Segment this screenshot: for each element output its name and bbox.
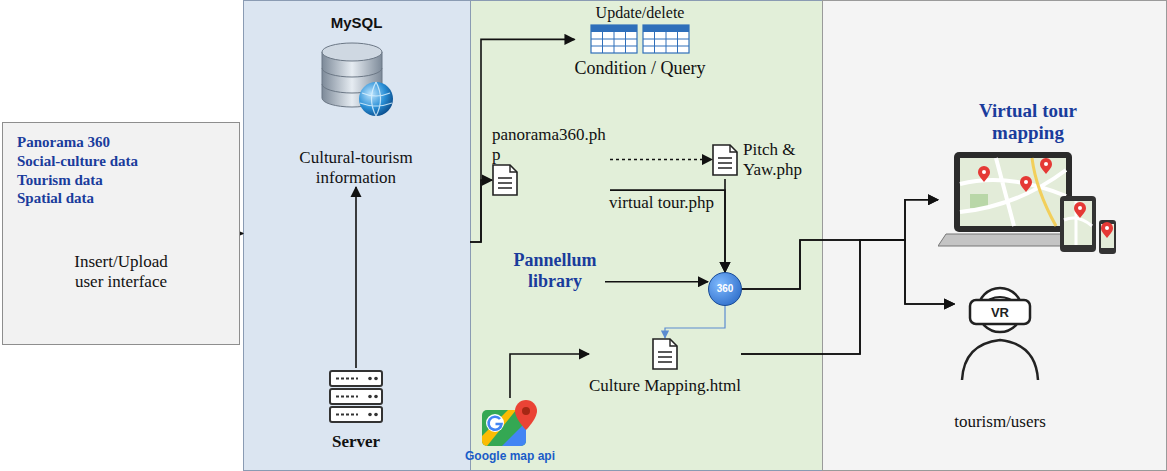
icon-node: Culture Mapping.html: [589, 338, 741, 396]
icon-node: Server: [327, 368, 385, 452]
connector-arrow: [741, 240, 954, 354]
node-text: Spatial data: [17, 189, 94, 208]
connector-arrow: [470, 180, 492, 242]
node-text: Pitch & Yaw.php: [743, 140, 809, 179]
text-box: 360: [708, 272, 742, 306]
icon-node: Update/deleteCondition / Query: [575, 4, 706, 79]
node-text: Condition / Query: [575, 58, 706, 79]
connector-arrow: [741, 200, 938, 354]
node-text: Update/delete: [596, 4, 685, 22]
node-text: 360: [717, 283, 734, 295]
doc-icon: [492, 164, 518, 196]
icon-node: panorama360.ph p: [492, 125, 610, 196]
db-icon: [316, 40, 396, 118]
node-text: Culture Mapping.html: [589, 376, 741, 396]
connector-arrow: [605, 281, 708, 283]
edge-label: virtual tour.php: [607, 193, 716, 213]
connector-arrow: [355, 187, 357, 368]
server-icon: [327, 368, 385, 426]
node-text: Social-culture data: [17, 152, 138, 171]
text-box: Panorama 360Social-culture dataTourism d…: [2, 122, 240, 345]
text-box: Pannellum library: [505, 250, 605, 291]
node-text: Virtual tour mapping: [953, 100, 1103, 144]
icon-node: Cultural-tourism information: [281, 40, 431, 187]
node-text: Pannellum library: [505, 250, 605, 291]
connector-arrow: [742, 200, 938, 289]
gmap-icon: [480, 398, 540, 448]
doc-icon: [652, 338, 678, 370]
node-text: Tourism data: [17, 171, 103, 190]
icon-node: tourism/users: [954, 282, 1046, 432]
node-text: Cultural-tourism information: [281, 148, 431, 187]
connector-arrow: [610, 159, 712, 161]
processing-panel: [471, 1, 823, 471]
node-text: tourism/users: [954, 412, 1046, 432]
text-box: MySQL Cultural-tourism informationServer: [243, 0, 470, 471]
connector-arrow: [742, 240, 954, 304]
node-text: Insert/Upload user interface: [64, 252, 179, 291]
devices-icon: [938, 150, 1118, 268]
connector-arrow: [665, 306, 725, 338]
output-panel: [823, 1, 1167, 471]
icon-node: Pitch & Yaw.php: [712, 140, 809, 179]
node-text: Server: [332, 432, 380, 452]
connector-arrow: [240, 233, 243, 235]
icon-node: Virtual tour mapping: [938, 100, 1118, 268]
connector-arrow: [510, 354, 589, 398]
connector-arrow: [724, 179, 726, 272]
node-text: Google map api: [465, 450, 555, 464]
vr-icon: [958, 282, 1042, 382]
node-text: panorama360.ph p: [492, 125, 610, 164]
doc-icon: [712, 144, 738, 176]
tables-icon: [589, 24, 691, 54]
icon-node: Google map api: [465, 398, 555, 464]
node-text: Panorama 360: [17, 133, 110, 152]
node-text: MySQL: [331, 14, 383, 31]
headset-label: VR: [991, 306, 1009, 319]
database-panel: [244, 1, 471, 471]
